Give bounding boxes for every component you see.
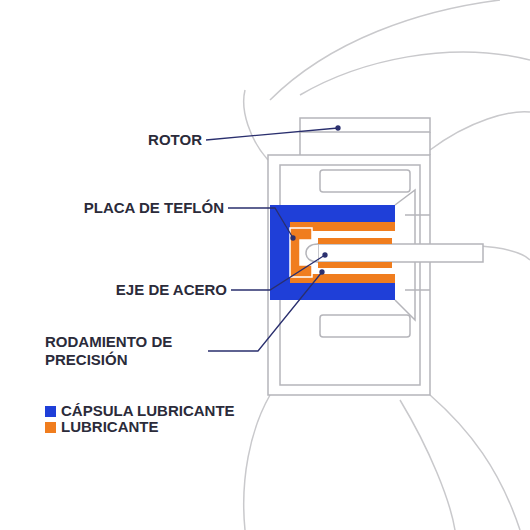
part-label: EJE DE ACERO xyxy=(116,281,227,299)
legend-swatch xyxy=(45,422,56,433)
part-label: ROTOR xyxy=(148,131,202,149)
leader-lines xyxy=(206,126,340,351)
legend-text: CÁPSULA LUBRICANTE xyxy=(61,403,235,419)
fan-blades xyxy=(244,0,530,530)
bearing-assembly xyxy=(270,205,483,300)
legend-entry: CÁPSULA LUBRICANTE xyxy=(45,403,235,419)
legend-swatch xyxy=(45,406,56,417)
part-label: PLACA DE TEFLÓN xyxy=(84,199,224,217)
legend-text: LUBRICANTE xyxy=(61,419,159,435)
steel-shaft xyxy=(318,244,483,262)
legend-entry: LUBRICANTE xyxy=(45,419,159,435)
part-label: RODAMIENTO DE PRECISIÓN xyxy=(45,333,210,369)
